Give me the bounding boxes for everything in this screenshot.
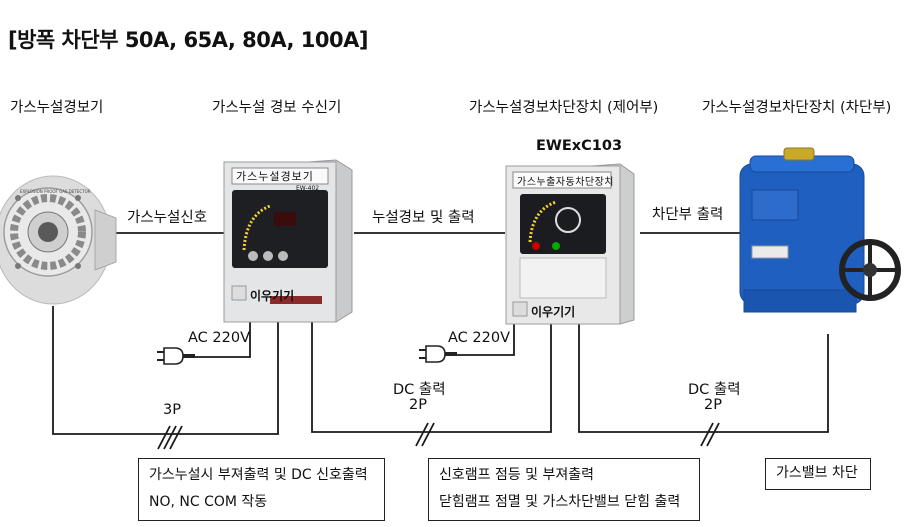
receiver-panel-title: 가스누설경보기 xyxy=(236,170,314,183)
receiver-description-box: 가스누설시 부져출력 및 DC 신호출력 NO, NC COM 작동 xyxy=(138,458,385,521)
detector-header: 가스누설경보기 xyxy=(10,100,104,116)
controller-panel-title: 가스누출자동차단장치 xyxy=(517,177,614,188)
receiver-description-line-2: NO, NC COM 작동 xyxy=(149,494,268,510)
controller-description-line-2: 닫힘램프 점멸 및 가스차단밸브 닫힘 출력 xyxy=(439,494,681,510)
receiver-poles-label: 2P xyxy=(409,397,427,413)
detector-cable-label: 3P xyxy=(163,402,181,418)
controller-poles-label: 2P xyxy=(704,397,722,413)
receiver-dc-wire xyxy=(311,322,552,433)
controller-header: 가스누설경보차단장치 (제어부) xyxy=(469,100,659,116)
actuator-description-box: 가스밸브 차단 xyxy=(765,458,871,490)
receiver-power-label: AC 220V xyxy=(188,330,250,346)
plug-icon xyxy=(419,345,457,363)
receiver-description-line-1: 가스누설시 부져출력 및 DC 신호출력 xyxy=(149,467,368,483)
receiver-brand-label: 이우기기 xyxy=(250,289,295,303)
receiver-signal-label: 누설경보 및 출력 xyxy=(372,210,475,226)
receiver-header: 가스누설 경보 수신기 xyxy=(212,100,342,116)
model-label: EWExC103 xyxy=(536,138,623,154)
controller-description-line-1: 신호램프 점등 및 부져출력 xyxy=(439,467,595,483)
electric-actuator-image xyxy=(739,147,901,313)
controller-brand-label: 이우기기 xyxy=(531,305,576,319)
plug-icon xyxy=(157,347,195,365)
page-title: [방폭 차단부 50A, 65A, 80A, 100A] xyxy=(8,28,368,52)
detector-ring-text: EXPLOSION PROOF GAS DETECTOR xyxy=(20,189,91,194)
controller-signal-label: 차단부 출력 xyxy=(652,207,724,223)
controller-dc-wire xyxy=(578,322,829,433)
controller-description-box: 신호램프 점등 및 부져출력 닫힘램프 점멸 및 가스차단밸브 닫힘 출력 xyxy=(428,458,700,521)
actuator-header: 가스누설경보차단장치 (차단부) xyxy=(702,100,892,116)
shutoff-controller-image xyxy=(505,163,635,325)
controller-power-label: AC 220V xyxy=(448,330,510,346)
receiver-power-wire xyxy=(194,322,251,358)
detector-signal-label: 가스누설신호 xyxy=(127,210,208,226)
receiver-model-label: EW-402 xyxy=(296,185,320,192)
controller-power-wire xyxy=(456,322,515,356)
gas-alarm-receiver-image xyxy=(223,159,353,323)
gas-detector-image xyxy=(0,175,117,305)
controller-output-label: DC 출력 xyxy=(688,382,741,398)
receiver-output-label: DC 출력 xyxy=(393,382,446,398)
actuator-description-line-1: 가스밸브 차단 xyxy=(776,465,858,481)
